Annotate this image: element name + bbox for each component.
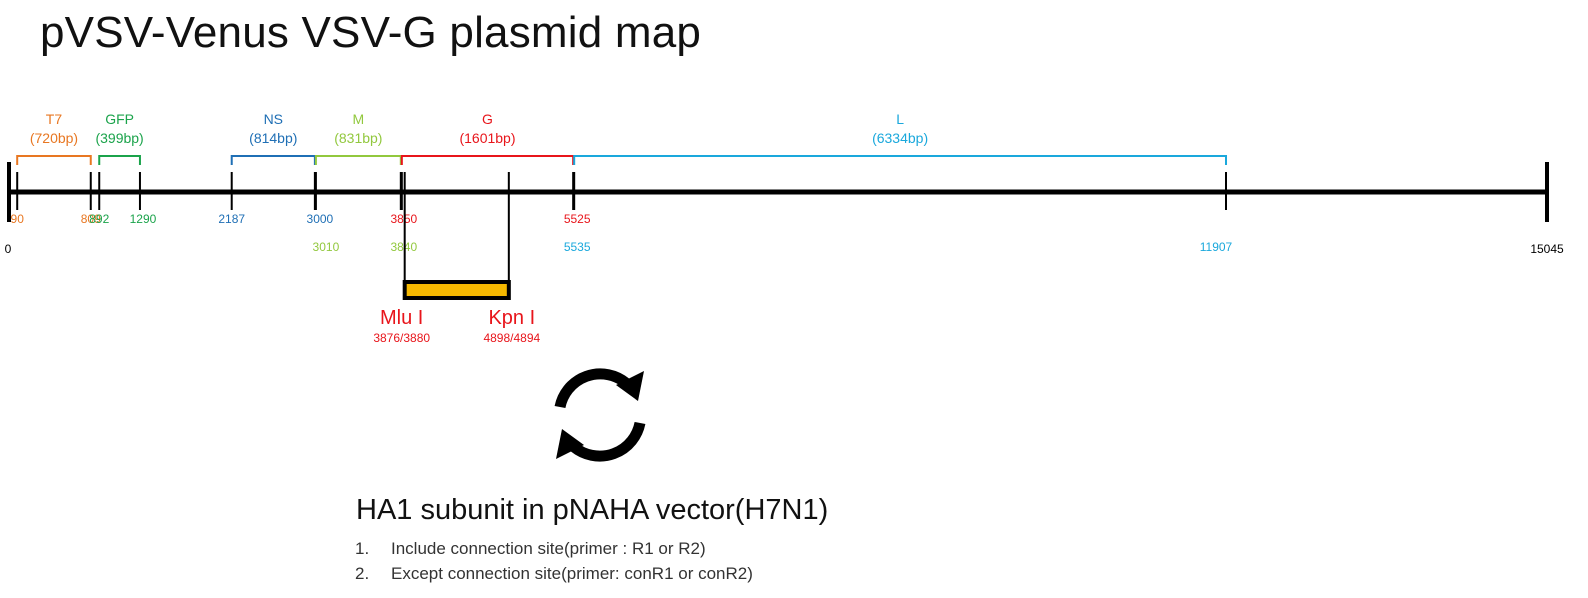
mlu-site-position: 3876/3880 [373,331,430,345]
kpn-site-position: 4898/4894 [483,331,540,345]
gene-gfp-name: GFP [105,111,134,127]
gene-l-name: L [896,111,904,127]
insert-description-title: HA1 subunit in pNAHA vector(H7N1) [356,494,829,526]
gene-gfp-start-coord: 892 [89,212,109,226]
axis-end-label: 15045 [1530,242,1564,256]
gene-t7-start-coord: 90 [11,212,25,226]
insert-annotation: Mlu I 3876/3880 Kpn I 4898/4894 [373,172,541,345]
gene-m-start-coord: 3010 [313,240,340,254]
gene-m-size: (831bp) [334,130,382,146]
gene-t7-end-coord: 809 [81,212,101,226]
gene-t7-name: T7 [46,111,63,127]
primer-steps-list: 1. Include connection site(primer : R1 or… [355,536,753,586]
gene-l-end-coord: 11907 [1200,240,1233,254]
plasmid-map: T7 (720bp) 90 809 GFP (399bp) 892 1290 NS (814bp)… [5,111,1564,462]
gene-ns-start-coord: 2187 [218,212,245,226]
insert-fragment-bar [402,280,511,300]
gene-l-bracket [573,155,1227,165]
gene-annotations: T7 (720bp) 90 809 GFP (399bp) 892 1290 NS (814bp)… [11,111,1233,254]
gene-t7-size: (720bp) [30,130,78,146]
gene-g-bracket [400,155,575,165]
gene-ns-bracket [230,155,316,165]
primer-step-number: 2. [355,564,370,583]
primer-step-item: 1. Include connection site(primer : R1 or… [355,536,753,561]
gene-g-name: G [482,111,493,127]
primer-step-text: Include connection site(primer : R1 or R… [391,539,706,558]
refresh-cycle-icon [554,368,646,462]
primer-step-number: 1. [355,539,370,558]
gene-g-size: (1601bp) [459,130,515,146]
kpn-site-name: Kpn I [488,307,535,329]
page-title: pVSV-Venus VSV-G plasmid map [40,8,702,57]
primer-step-item: 2. Except connection site(primer: conR1 o… [355,561,753,586]
gene-ns-name: NS [264,111,283,127]
gene-l-start-coord: 5535 [564,240,591,254]
gene-ns-size: (814bp) [249,130,297,146]
mlu-site-name: Mlu I [380,307,423,329]
gene-gfp-size: (399bp) [95,130,143,146]
axis-start-label: 0 [5,242,12,256]
gene-m-name: M [353,111,365,127]
gene-gfp-end-coord: 1290 [130,212,157,226]
primer-step-text: Except connection site(primer: conR1 or … [391,564,753,583]
gene-g-end-coord: 5525 [564,212,591,226]
gene-t7-bracket [16,155,92,165]
gene-l-size: (6334bp) [872,130,928,146]
gene-gfp-bracket [98,155,141,165]
gene-ns-end-coord: 3000 [307,212,334,226]
gene-m-bracket [314,155,402,165]
